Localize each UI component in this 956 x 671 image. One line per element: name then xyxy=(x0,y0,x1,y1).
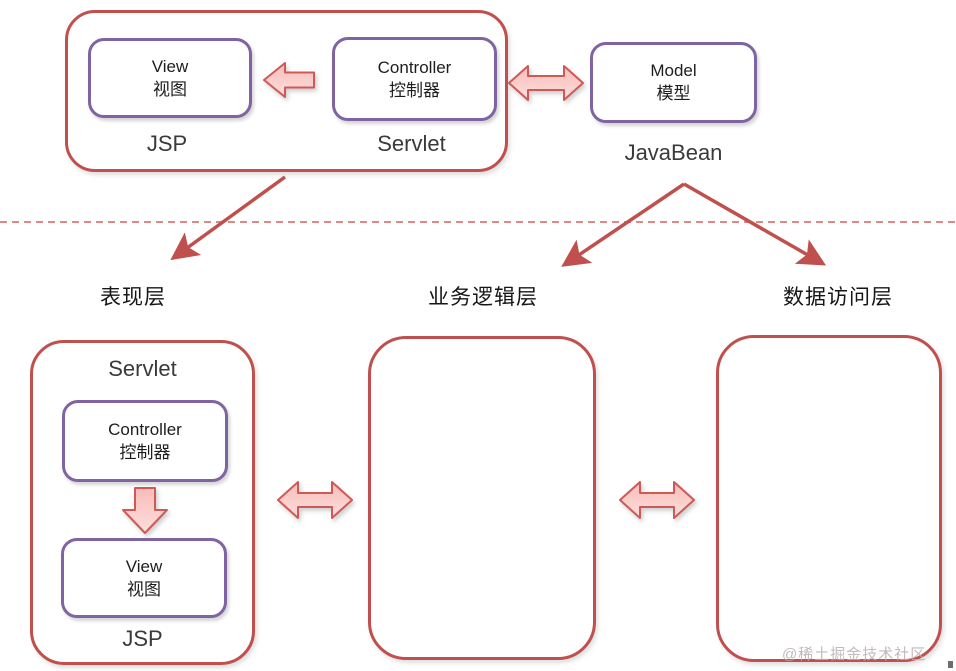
view-box-bottom: View 视图 xyxy=(61,538,227,618)
controller-subtitle: 控制器 xyxy=(119,442,171,462)
business-layer-label: 业务逻辑层 xyxy=(428,286,538,309)
jsp-label-top: JSP xyxy=(146,131,188,156)
arrow-javabean-to-dataaccess xyxy=(683,182,827,266)
view-box-top: View 视图 xyxy=(88,38,252,118)
arrow-javabean-to-business xyxy=(561,182,685,267)
data-access-layer-label: 数据访问层 xyxy=(783,286,893,309)
controller-to-view-arrow-icon xyxy=(263,62,315,98)
business-dataaccess-double-arrow-icon xyxy=(619,481,695,519)
presentation-layer-label: 表现层 xyxy=(100,286,166,309)
view-title: View xyxy=(125,556,163,576)
model-subtitle: 模型 xyxy=(656,84,691,103)
controller-box-bottom: Controller 控制器 xyxy=(62,400,228,482)
controller-title: Controller xyxy=(377,57,452,77)
juejin-watermark: @稀土掘金技术社区 xyxy=(782,646,927,663)
model-box: Model 模型 xyxy=(590,42,757,123)
controller-box-top: Controller 控制器 xyxy=(332,37,497,121)
model-title: Model xyxy=(650,61,697,80)
corner-artifact-dot xyxy=(948,661,953,668)
javabean-label: JavaBean xyxy=(624,140,723,165)
controller-to-view-down-arrow-icon xyxy=(122,487,168,534)
view-subtitle: 视图 xyxy=(127,579,161,599)
arrow-mvc-to-presentation xyxy=(170,175,287,261)
business-tier-container xyxy=(368,336,596,660)
presentation-business-double-arrow-icon xyxy=(277,481,353,519)
data-access-tier-container xyxy=(716,335,942,662)
jsp-label-bottom: JSP xyxy=(122,626,163,651)
mvc-model-double-arrow-icon xyxy=(508,65,584,101)
servlet-label-top: Servlet xyxy=(377,131,446,156)
controller-subtitle: 控制器 xyxy=(389,80,440,100)
servlet-label-bottom: Servlet xyxy=(108,356,177,381)
view-subtitle: 视图 xyxy=(153,79,187,99)
controller-title: Controller xyxy=(108,419,182,439)
view-title: View xyxy=(151,56,189,76)
